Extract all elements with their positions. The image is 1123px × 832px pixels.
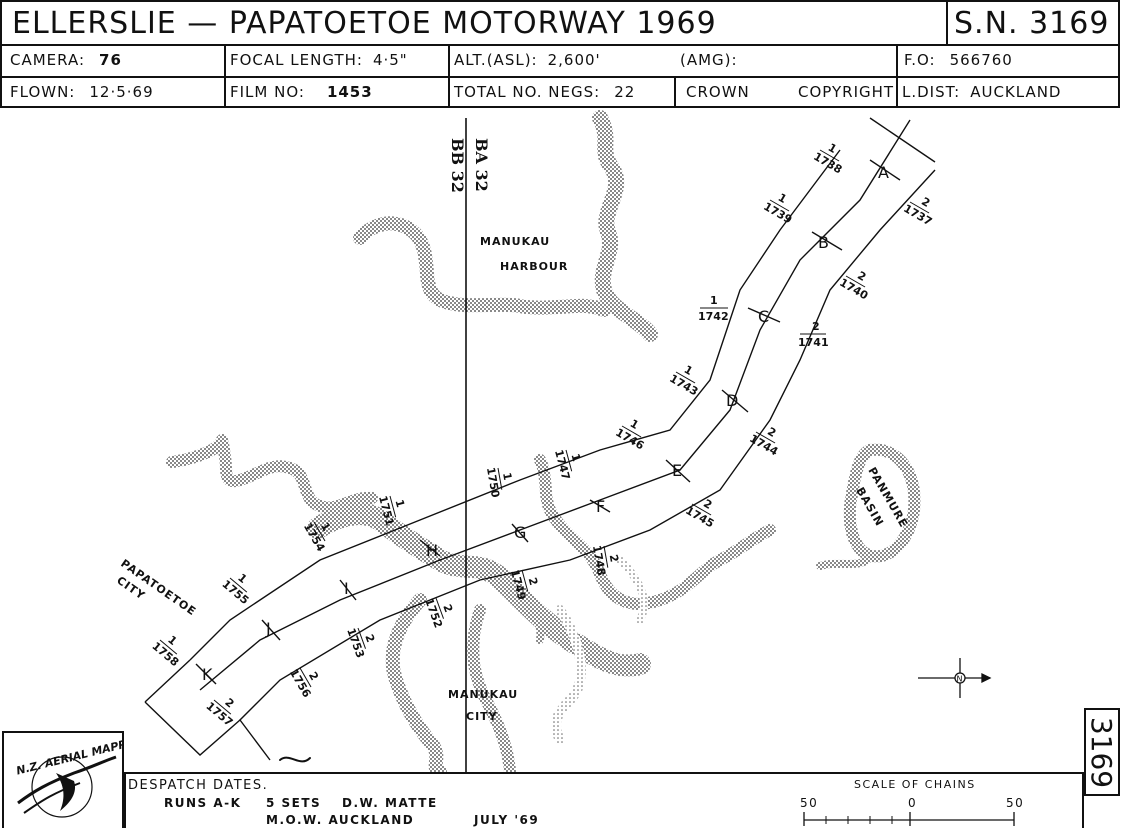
photo-id: 1743 bbox=[667, 372, 700, 399]
scale-label-mid: 0 bbox=[908, 796, 918, 810]
nz-aerial-mapping-logo: N.Z. AERIAL MAPPING LTD. bbox=[2, 725, 178, 828]
despatch-footer: DESPATCH DATES. RUNS A-K 5 SETS D.W. MAT… bbox=[124, 772, 1084, 828]
run-letter-i: I bbox=[344, 579, 349, 598]
photo-num: 1 bbox=[628, 417, 641, 432]
photo-id: 1753 bbox=[344, 626, 367, 659]
run-letter-d: D bbox=[726, 391, 738, 410]
photo-num: 1 bbox=[710, 294, 718, 307]
photo-num: 2 bbox=[306, 670, 321, 683]
flight-runs bbox=[144, 117, 936, 761]
scale-bar bbox=[803, 812, 1015, 826]
photo-num: 1 bbox=[393, 498, 408, 509]
photo-num: 2 bbox=[440, 603, 455, 615]
photo-num: 1 bbox=[776, 191, 789, 206]
amg-label: (AMG): bbox=[680, 51, 738, 69]
photo-id: 1745 bbox=[683, 504, 716, 531]
photo-num: 2 bbox=[919, 195, 932, 210]
title-block: ELLERSLIE — PAPATOETOE MOTORWAY 1969 S.N… bbox=[0, 0, 1120, 108]
sheet-number: S.N. 3169 bbox=[954, 5, 1110, 41]
altitude-label: ALT.(ASL): bbox=[454, 51, 538, 69]
scale-title: SCALE OF CHAINS bbox=[854, 778, 976, 791]
run-letter-j: J bbox=[265, 619, 271, 638]
run-letter-h: H bbox=[426, 541, 438, 560]
flown-value: 12·5·69 bbox=[89, 83, 154, 101]
photo-id: 1742 bbox=[698, 310, 729, 323]
focal-length-label: FOCAL LENGTH: bbox=[230, 51, 363, 69]
sheet-number-side: 3169 bbox=[1084, 708, 1120, 796]
despatch-sets: 5 SETS bbox=[266, 796, 322, 810]
manukau-city-label-2: CITY bbox=[466, 710, 498, 723]
run-letters: A B C D E F G H I J K bbox=[202, 163, 889, 684]
negs-value: 22 bbox=[614, 83, 636, 101]
scale-label-left: 50 bbox=[800, 796, 819, 810]
photo-id: 1741 bbox=[798, 336, 829, 349]
run-letter-a: A bbox=[878, 163, 889, 182]
photo-id: 1746 bbox=[613, 426, 646, 453]
photo-id: 1740 bbox=[837, 276, 870, 303]
run-letter-f: F bbox=[596, 497, 605, 516]
negs-label: TOTAL NO. NEGS: bbox=[454, 83, 601, 101]
manukau-city-label-1: MANUKAU bbox=[448, 688, 518, 701]
photo-num: 2 bbox=[607, 553, 621, 563]
photo-id: 1738 bbox=[811, 150, 844, 177]
run-letter-k: K bbox=[202, 665, 213, 684]
photo-id: 1756 bbox=[287, 667, 314, 700]
fo-label: F.O: bbox=[904, 51, 936, 69]
harbour-label-2: HARBOUR bbox=[500, 260, 568, 273]
photo-num: 2 bbox=[855, 269, 868, 284]
copyright-text: COPYRIGHT bbox=[798, 83, 895, 101]
photo-num: 1 bbox=[682, 363, 695, 378]
photo-num: 2 bbox=[812, 320, 820, 333]
altitude-value: 2,600' bbox=[547, 51, 601, 69]
north-arrow-icon: N bbox=[918, 658, 992, 698]
run-letter-c: C bbox=[758, 307, 769, 326]
photo-num: 2 bbox=[526, 576, 541, 587]
grid-label-left: BB 32 bbox=[448, 138, 467, 193]
photo-num: 2 bbox=[765, 425, 778, 440]
coastline bbox=[166, 110, 921, 772]
photo-id: 1739 bbox=[761, 200, 794, 227]
despatch-title: DESPATCH DATES. bbox=[128, 778, 269, 793]
scale-label-right: 50 bbox=[1006, 796, 1025, 810]
photo-id: 1748 bbox=[590, 544, 608, 576]
despatch-date: JULY '69 bbox=[474, 813, 540, 827]
flown-label: FLOWN: bbox=[10, 83, 76, 101]
photo-num: 2 bbox=[362, 633, 377, 645]
photo-id: 1752 bbox=[422, 596, 445, 629]
despatch-runs: RUNS A-K bbox=[164, 796, 242, 810]
photo-id: 1747 bbox=[552, 448, 572, 481]
focal-length-value: 4·5" bbox=[372, 51, 408, 69]
photo-num: 1 bbox=[569, 452, 584, 463]
film-label: FILM NO: bbox=[230, 83, 305, 101]
run-letter-e: E bbox=[672, 461, 682, 480]
harbour-label-1: MANUKAU bbox=[480, 235, 550, 248]
photo-id: 1744 bbox=[747, 432, 780, 459]
svg-text:N: N bbox=[957, 675, 963, 684]
crown-text: CROWN bbox=[686, 83, 750, 101]
camera-value: 76 bbox=[99, 51, 122, 69]
camera-label: CAMERA: bbox=[10, 51, 86, 69]
ldist-value: AUCKLAND bbox=[970, 83, 1062, 101]
run-ticks bbox=[195, 159, 901, 685]
logo-text: N.Z. AERIAL MAPPING LTD. bbox=[15, 733, 122, 778]
map-title: ELLERSLIE — PAPATOETOE MOTORWAY 1969 bbox=[12, 5, 717, 41]
photo-id: 1750 bbox=[484, 466, 502, 499]
ldist-label: L.DIST: bbox=[902, 83, 961, 101]
despatch-dw: D.W. MATTE bbox=[342, 796, 438, 810]
photo-id: 1737 bbox=[901, 202, 934, 229]
run-letter-g: G bbox=[514, 523, 526, 542]
photo-num: 1 bbox=[500, 471, 514, 481]
grid-label-right: BA 32 bbox=[472, 138, 491, 192]
film-value: 1453 bbox=[326, 83, 373, 101]
fo-value: 566760 bbox=[949, 51, 1013, 69]
run-letter-b: B bbox=[818, 233, 829, 252]
flight-plan-map: BB 32 BA 32 MANUKAU HARBOUR PANMURE BASI… bbox=[114, 110, 992, 772]
despatch-mow: M.O.W. AUCKLAND bbox=[266, 813, 415, 827]
